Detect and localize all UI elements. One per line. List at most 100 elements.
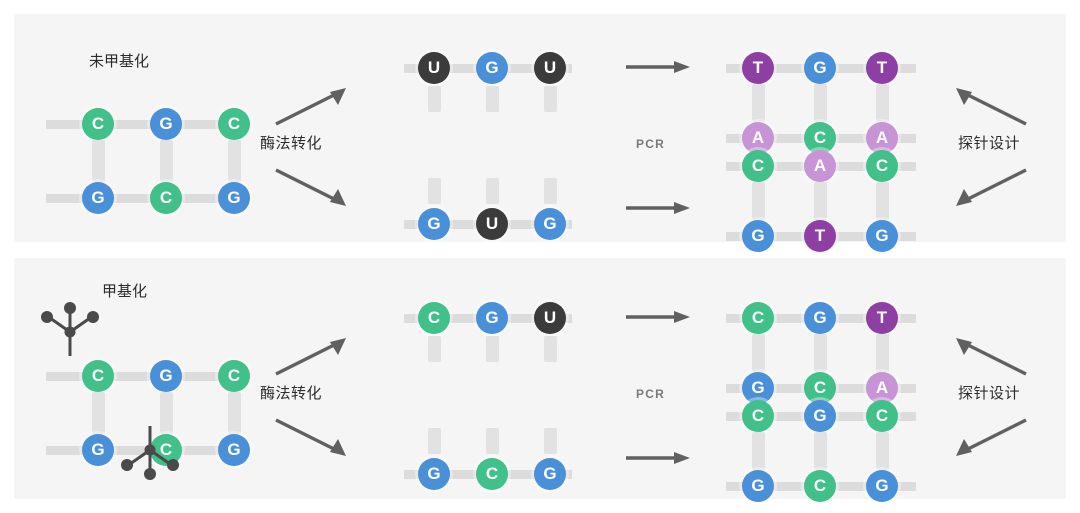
base-pair-rung <box>92 140 105 182</box>
base-circle: T <box>804 220 836 252</box>
step-label-pcr: PCR <box>636 137 665 151</box>
base-circle: U <box>534 302 566 334</box>
enzymatic-conversion-arrow-down-icon <box>272 416 350 458</box>
pcr-top-strand: C G C <box>726 394 916 438</box>
base-circle: G <box>418 208 450 240</box>
single-strand: C G U <box>404 296 572 340</box>
base-circle: T <box>866 52 898 84</box>
base-pair-rung <box>876 182 889 220</box>
base-circle: U <box>534 52 566 84</box>
input-bottom-strand: G C G <box>46 176 250 220</box>
pcr-arrow-top-icon <box>624 308 692 326</box>
converted-top-strand-methylated: C G U <box>404 296 572 368</box>
base-circle: A <box>804 150 836 182</box>
pcr-arrow-bottom-icon <box>624 199 692 217</box>
base-circle: C <box>804 470 836 502</box>
strand-stubs <box>404 424 572 454</box>
base-circle: C <box>742 150 774 182</box>
strand-stub <box>544 428 557 454</box>
base-circle: G <box>150 360 182 392</box>
base-circle: C <box>866 400 898 432</box>
base-pair-rung <box>814 334 827 372</box>
strand-stub <box>544 336 557 362</box>
base-circle: G <box>218 182 250 214</box>
base-circle: G <box>418 458 450 490</box>
base-circle: G <box>804 400 836 432</box>
base-circle: C <box>804 122 836 154</box>
probe-design-arrow-up-icon <box>952 86 1030 128</box>
base-pair-rung <box>752 182 765 220</box>
methyl-group-icon-top <box>36 298 104 360</box>
base-pair-rung <box>876 84 889 122</box>
base-circle: G <box>534 458 566 490</box>
pcr-bottom-strand: G T G <box>726 214 916 258</box>
probe-design-arrow-down-icon <box>952 416 1030 458</box>
duplex-rungs <box>726 432 916 470</box>
base-circle: C <box>82 108 114 140</box>
pcr-arrow-bottom-icon <box>624 449 692 467</box>
backbone-bar <box>46 120 246 129</box>
base-pair-rung <box>814 182 827 220</box>
duplex-rungs <box>726 84 916 122</box>
pcr-top-strand: T G T <box>726 46 916 90</box>
single-strand: G C G <box>404 452 572 496</box>
step-label-probe-design: 探针设计 <box>958 135 1021 152</box>
strand-stub <box>486 336 499 362</box>
base-circle: G <box>742 470 774 502</box>
base-pair-rung <box>160 140 173 182</box>
strand-stub <box>428 86 441 112</box>
base-circle: C <box>150 182 182 214</box>
backbone-bar <box>46 194 246 203</box>
converted-bottom-strand-unmethylated: G U G <box>404 174 572 246</box>
duplex-rungs <box>46 140 246 182</box>
base-circle: C <box>804 372 836 404</box>
base-circle: G <box>742 372 774 404</box>
step-label-probe-design: 探针设计 <box>958 385 1021 402</box>
backbone-bar <box>46 372 246 381</box>
base-circle: G <box>804 52 836 84</box>
base-pair-rung <box>752 432 765 470</box>
pcr-product-duplex-bottom-unmethylated: C A C G T G <box>726 144 916 258</box>
strand-stub <box>544 86 557 112</box>
single-strand: U G U <box>404 46 572 90</box>
strand-stub <box>428 336 441 362</box>
base-circle: C <box>82 360 114 392</box>
base-pair-rung <box>228 140 241 182</box>
duplex-rungs <box>726 334 916 372</box>
strand-stub <box>486 428 499 454</box>
input-top-strand: C G C <box>46 354 250 398</box>
converted-top-strand-unmethylated: U G U <box>404 46 572 118</box>
pcr-product-duplex-top-methylated: C G T G C A <box>726 296 916 410</box>
duplex-rungs <box>46 392 246 434</box>
input-top-strand: C G C <box>46 102 250 146</box>
single-strand: G U G <box>404 202 572 246</box>
step-label-enzymatic-conversion: 酶法转化 <box>260 135 323 152</box>
base-circle: C <box>742 302 774 334</box>
base-pair-rung <box>876 432 889 470</box>
base-circle: A <box>866 122 898 154</box>
base-circle: G <box>866 220 898 252</box>
strand-stub <box>486 178 499 204</box>
base-pair-rung <box>814 84 827 122</box>
pcr-product-duplex-top-unmethylated: T G T A C A <box>726 46 916 160</box>
probe-design-arrow-up-icon <box>952 336 1030 378</box>
base-circle: G <box>82 434 114 466</box>
base-circle: A <box>866 372 898 404</box>
base-pair-rung <box>228 392 241 434</box>
base-pair-rung <box>876 334 889 372</box>
strand-stub <box>544 178 557 204</box>
base-pair-rung <box>160 392 173 434</box>
base-pair-rung <box>92 392 105 434</box>
enzymatic-conversion-arrow-down-icon <box>272 166 350 208</box>
input-duplex-unmethylated: C G C G C G <box>46 102 250 220</box>
pcr-top-strand: C A C <box>726 144 916 188</box>
base-circle: G <box>742 220 774 252</box>
base-circle: C <box>218 108 250 140</box>
strand-stubs <box>404 336 572 368</box>
strand-stub <box>428 178 441 204</box>
base-circle: C <box>418 302 450 334</box>
pcr-bottom-strand: G C A <box>726 366 916 410</box>
pcr-bottom-strand: G C G <box>726 464 916 508</box>
strand-stub <box>428 428 441 454</box>
base-circle: G <box>150 108 182 140</box>
